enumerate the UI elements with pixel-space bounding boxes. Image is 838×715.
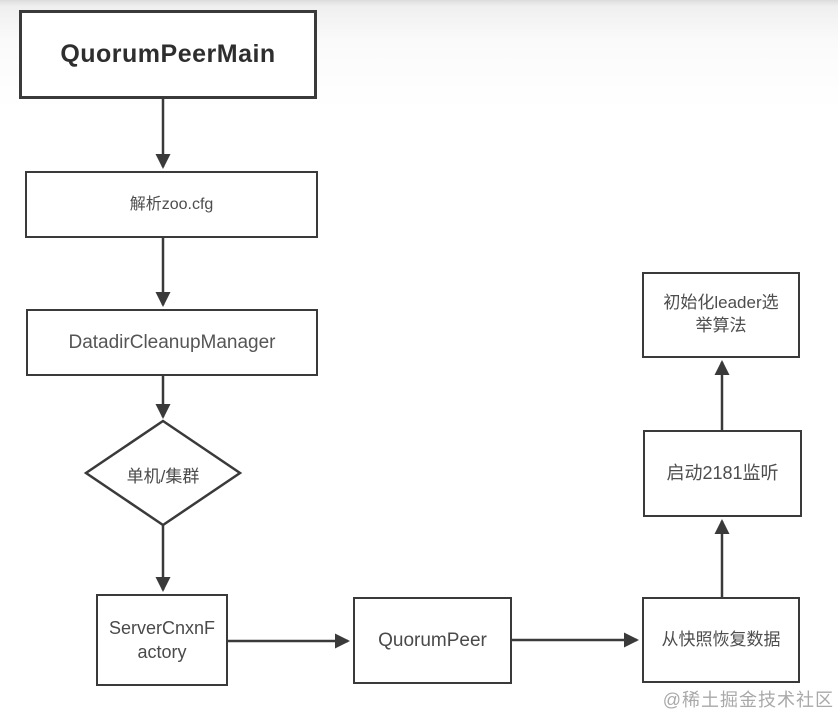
- node-start-2181-listener: 启动2181监听: [643, 430, 802, 517]
- node-datadir-cleanup-manager: DatadirCleanupManager: [26, 309, 318, 376]
- node-quorum-peer-main: QuorumPeerMain: [19, 10, 317, 99]
- decision-label-standalone-or-cluster: 单机/集群: [126, 467, 200, 486]
- node-server-cnxn-factory: ServerCnxnF actory: [96, 594, 228, 686]
- node-quorum-peer: QuorumPeer: [353, 597, 512, 684]
- node-restore-data-from-snapshot: 从快照恢复数据: [642, 597, 800, 683]
- watermark-juejin-community: @稀土掘金技术社区: [662, 690, 834, 710]
- node-init-leader-election: 初始化leader选 举算法: [642, 272, 800, 358]
- node-parse-zoo-cfg: 解析zoo.cfg: [25, 171, 318, 238]
- decision-diamond-standalone-or-cluster: [83, 419, 243, 527]
